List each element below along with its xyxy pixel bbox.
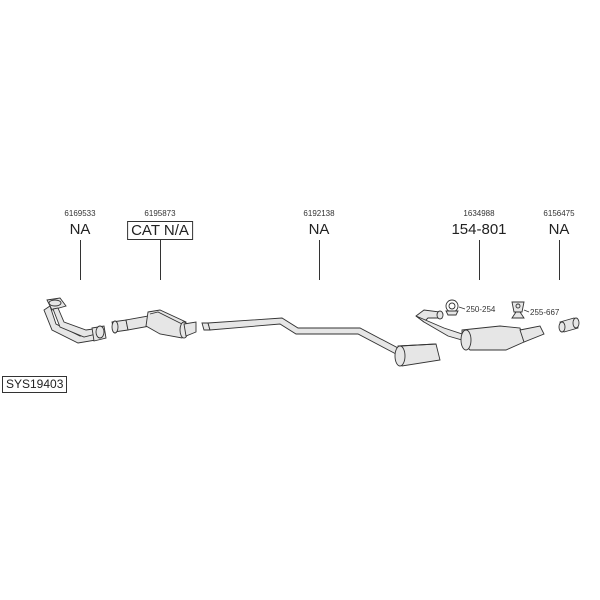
tail-pipe xyxy=(558,317,580,333)
catalytic-converter xyxy=(111,309,197,339)
leader-line-4 xyxy=(479,240,480,280)
leader-line-1 xyxy=(80,240,81,280)
part-number-5: 6156475 xyxy=(543,209,575,218)
part-code-5: NA xyxy=(548,221,570,238)
accessory-label-mount: 255-667 xyxy=(530,308,560,317)
part-code-1: NA xyxy=(69,221,91,238)
rubber-mount-icon xyxy=(511,301,525,319)
middle-pipe xyxy=(201,317,399,355)
accessory-label-clamp: 250-254 xyxy=(466,305,496,314)
front-pipe xyxy=(43,297,107,344)
system-id-label: SYS19403 xyxy=(2,376,68,393)
clamp-icon xyxy=(445,299,459,316)
part-code-4: 154-801 xyxy=(451,221,507,238)
part-number-3: 6192138 xyxy=(303,209,335,218)
part-code-2: CAT N/A xyxy=(127,221,193,240)
centre-silencer xyxy=(394,343,441,367)
part-number-2: 6195873 xyxy=(144,209,176,218)
rear-silencer xyxy=(415,309,545,351)
part-code-3: NA xyxy=(308,221,330,238)
part-number-1: 6169533 xyxy=(64,209,96,218)
leader-line-3 xyxy=(319,240,320,280)
leader-line-5 xyxy=(559,240,560,280)
leader-line-2 xyxy=(160,240,161,280)
part-number-4: 1634988 xyxy=(463,209,495,218)
